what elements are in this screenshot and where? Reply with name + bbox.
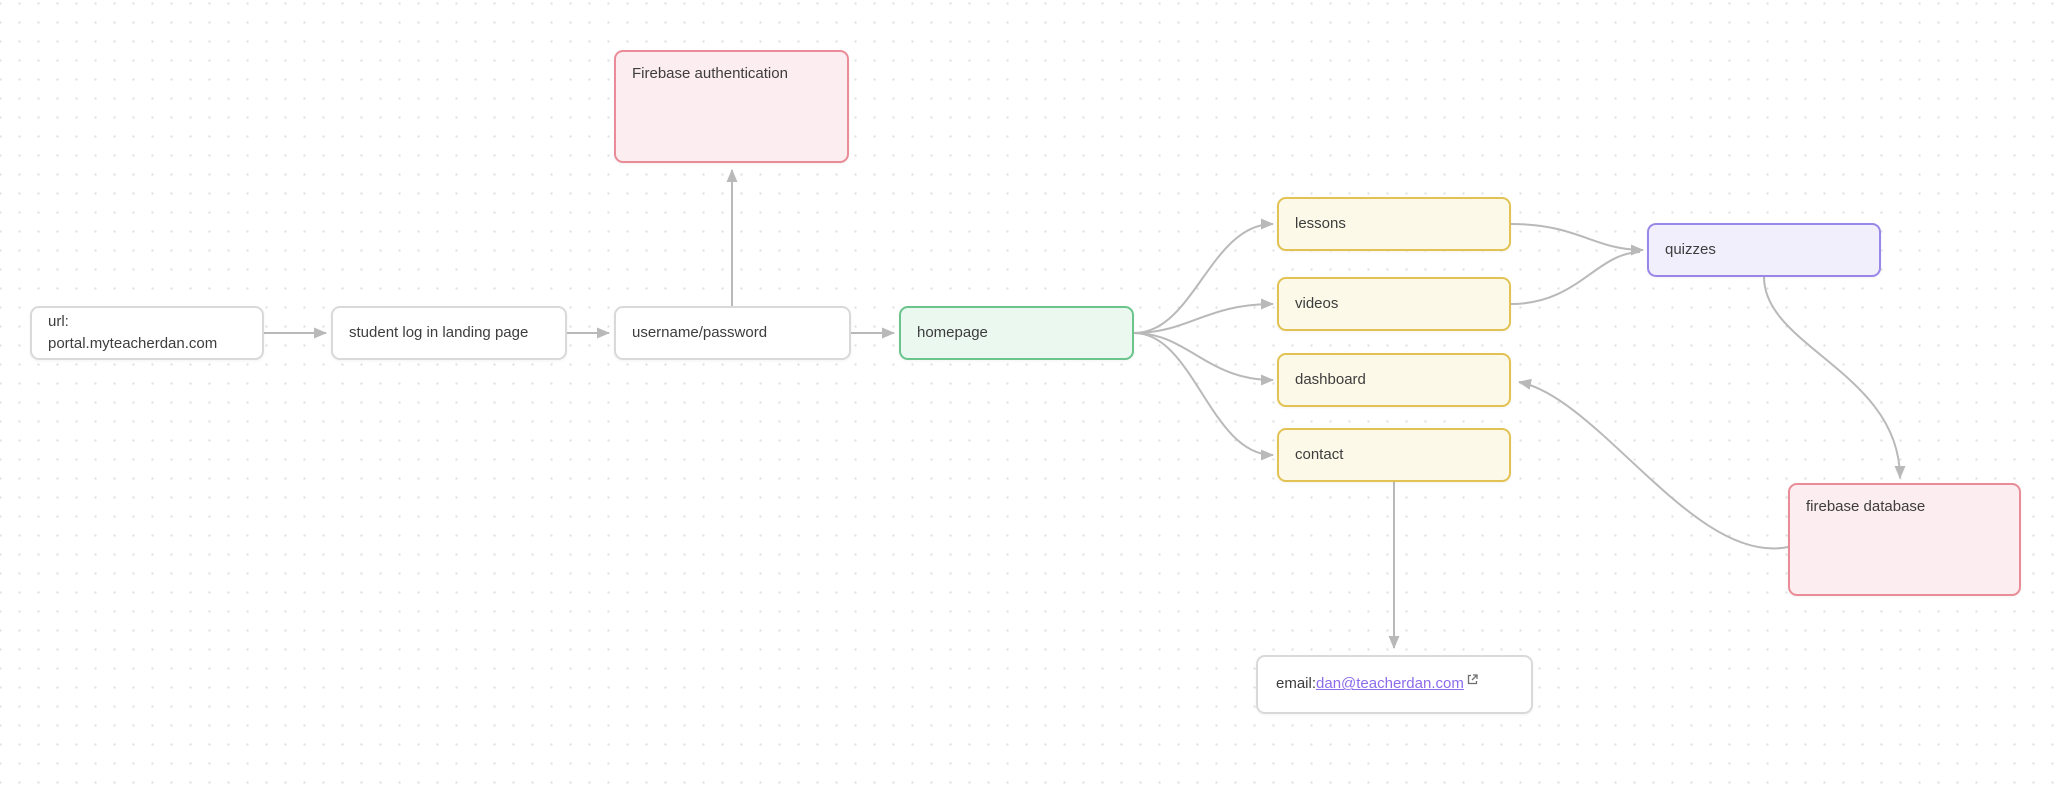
node-email[interactable]: email: dan@teacherdan.com [1256, 655, 1533, 714]
node-dashboard[interactable]: dashboard [1277, 353, 1511, 407]
node-firebase-database[interactable]: firebase database [1788, 483, 2021, 596]
edge-lessons-to-quizzes[interactable] [1510, 223, 1644, 256]
node-quizzes-label: quizzes [1665, 240, 1716, 258]
node-dashboard-label: dashboard [1295, 370, 1366, 388]
edge-homepage-to-lessons[interactable] [1133, 218, 1274, 334]
node-lessons[interactable]: lessons [1277, 197, 1511, 251]
node-firebase-authentication[interactable]: Firebase authentication [614, 50, 849, 163]
node-contact[interactable]: contact [1277, 428, 1511, 482]
node-url[interactable]: url: portal.myteacherdan.com [30, 306, 264, 360]
external-link-icon[interactable] [1467, 670, 1478, 693]
node-videos-label: videos [1295, 294, 1339, 312]
node-homepage[interactable]: homepage [899, 306, 1134, 360]
node-lessons-label: lessons [1295, 214, 1346, 232]
edge-firebase-db-to-dashboard[interactable] [1518, 378, 1789, 550]
edge-quizzes-to-firebase-db[interactable] [1763, 276, 1906, 479]
email-prefix-label: email: [1276, 675, 1317, 693]
node-username-password[interactable]: username/password [614, 306, 851, 360]
node-quizzes[interactable]: quizzes [1647, 223, 1881, 277]
edge-videos-to-quizzes[interactable] [1510, 251, 1641, 305]
node-firebase-authentication-label: Firebase authentication [632, 65, 788, 82]
edge-homepage-to-dashboard[interactable] [1133, 332, 1274, 386]
email-link[interactable]: dan@teacherdan.com [1316, 675, 1464, 693]
node-url-label: url: portal.myteacherdan.com [48, 312, 218, 353]
edge-homepage-to-contact[interactable] [1133, 332, 1274, 461]
node-username-password-label: username/password [632, 323, 768, 341]
node-contact-label: contact [1295, 445, 1344, 463]
node-homepage-label: homepage [917, 323, 988, 341]
node-firebase-database-label: firebase database [1806, 498, 1926, 515]
node-student-login-label: student log in landing page [349, 323, 529, 341]
node-student-login[interactable]: student log in landing page [331, 306, 567, 360]
edge-homepage-to-videos[interactable] [1133, 298, 1274, 334]
node-videos[interactable]: videos [1277, 277, 1511, 331]
